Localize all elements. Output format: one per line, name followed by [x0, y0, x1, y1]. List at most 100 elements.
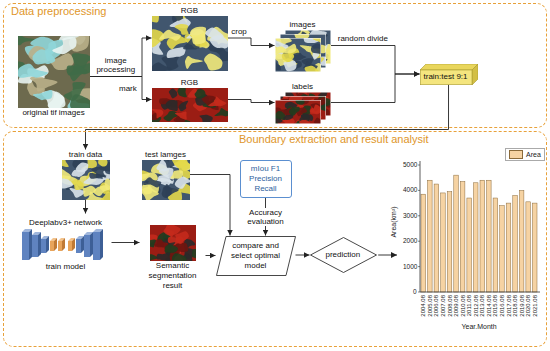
edge-label: image processing	[94, 56, 138, 74]
terrain-patch	[29, 75, 57, 91]
terrain-patch	[178, 100, 187, 110]
layer-side	[38, 232, 41, 257]
terrain-patch	[91, 166, 106, 177]
axis-tick	[418, 241, 420, 242]
terrain-patch	[150, 239, 156, 247]
box-front	[420, 70, 472, 85]
terrain-patch	[32, 89, 52, 99]
flow-arrow	[86, 85, 449, 150]
layer-block	[41, 239, 46, 253]
image-tile	[278, 30, 330, 68]
layer-side	[29, 229, 32, 260]
terrain-patch	[152, 16, 159, 22]
terrain-patch	[319, 104, 330, 112]
dataset-box: train:test 9:1	[420, 64, 478, 85]
panel-title: Boundary extraction and result analysit	[239, 133, 429, 146]
terrain-patch	[164, 244, 177, 253]
image-stack: images	[275, 20, 331, 72]
x-tick-label: 2009.08	[453, 295, 459, 317]
flow-arrow	[90, 77, 152, 100]
x-tick-label: 2014.08	[486, 295, 492, 317]
area-bar	[493, 198, 498, 292]
terrain-patch	[281, 53, 293, 62]
node-label: labels	[292, 82, 313, 92]
area-bar	[500, 206, 505, 292]
terrain-patch	[71, 179, 83, 190]
tile-frame	[275, 100, 321, 124]
terrain-patch	[143, 177, 161, 187]
node-label: Semantic segmentation result	[140, 261, 206, 291]
network-figure	[20, 228, 112, 262]
area-bar	[447, 192, 452, 292]
node-label: train data	[69, 150, 102, 160]
area-bar	[428, 180, 433, 292]
satellite-image	[152, 88, 228, 122]
area-bar	[473, 183, 478, 292]
terrain-patch	[168, 88, 176, 98]
axis-title: Area(km²)	[389, 206, 397, 237]
x-tick-label: 2016.08	[499, 295, 505, 317]
satellite-image	[62, 160, 110, 200]
axis-title: Year.Month	[462, 323, 497, 331]
layer-block	[32, 235, 38, 257]
x-tick-label: 2019.08	[518, 295, 524, 317]
area-bar	[434, 184, 439, 292]
stage-panel: Data preprocessingoriginal tif imagesRGB…	[3, 3, 547, 128]
terrain-patch	[194, 88, 205, 98]
terrain-patch	[174, 24, 188, 35]
terrain-patch	[275, 92, 284, 99]
image-node: RGB	[152, 78, 228, 122]
layer-side	[54, 238, 57, 251]
terrain-patch	[199, 114, 212, 121]
image-tile	[275, 97, 324, 124]
axis-tick	[418, 266, 420, 267]
layer-side	[90, 232, 93, 257]
terrain-patch	[189, 26, 205, 44]
node-label: compare and select optimal model	[228, 241, 284, 271]
image-node: Semantic segmentation result	[140, 225, 206, 291]
box-top	[420, 64, 478, 70]
node-label: mIou F1 Precision Recall	[243, 164, 289, 194]
area-bar	[421, 194, 426, 292]
tile-frame	[275, 38, 321, 72]
satellite-image	[275, 92, 331, 124]
panel-title: Data preprocessing	[11, 5, 106, 18]
satellite-image	[18, 36, 90, 108]
area-bar	[441, 193, 446, 292]
terrain-patch	[71, 167, 85, 176]
node-label: test lamges	[145, 150, 186, 160]
terrain-patch	[63, 81, 85, 100]
flow-arrow	[296, 255, 310, 256]
terrain-patch	[170, 170, 183, 178]
layer-side	[72, 238, 75, 251]
terrain-patch	[310, 104, 320, 113]
node-label: Deeplabv3+ network	[29, 218, 102, 228]
area-bar	[532, 203, 537, 292]
layer-side	[81, 236, 84, 253]
y-tick-label: 5000	[403, 161, 417, 169]
x-tick-label: 2013.08	[479, 295, 485, 317]
layer-block	[22, 232, 29, 260]
x-tick-label: 2010.08	[459, 295, 465, 317]
flow-arrow	[90, 38, 152, 77]
terrain-patch	[208, 99, 224, 106]
y-tick-label: 0	[413, 288, 417, 296]
satellite-image	[152, 16, 228, 71]
axis-tick	[418, 215, 420, 216]
terrain-patch	[214, 108, 227, 116]
terrain-patch	[32, 49, 55, 64]
node-label: images	[290, 20, 316, 30]
terrain-patch	[62, 160, 69, 167]
image-tile	[275, 32, 325, 72]
area-bar	[513, 195, 518, 292]
terrain-patch	[205, 27, 224, 40]
flow-arrow	[331, 74, 420, 103]
node-label: RGB	[181, 78, 198, 88]
terrain-patch	[93, 185, 109, 196]
flow-arrow	[112, 242, 140, 243]
x-tick-label: 2008.08	[446, 295, 452, 317]
terrain-patch	[69, 64, 87, 81]
edge-label: Accuracy evaluation	[242, 208, 290, 226]
axis-tick	[418, 292, 420, 293]
image-ground	[275, 38, 321, 72]
